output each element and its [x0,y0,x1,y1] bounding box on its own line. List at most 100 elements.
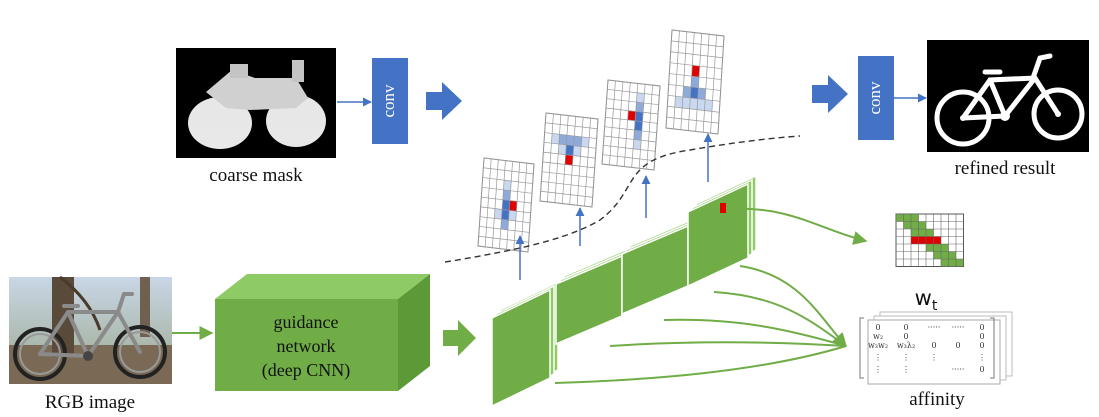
feature-map-stack [687,174,757,288]
grid-cell [558,134,567,145]
affinity-cell: 0 [979,341,984,350]
affinity-cell: 0 [979,332,984,341]
affinity-cell: w₂ [873,332,883,341]
refined-result-image [927,40,1089,152]
grid-cell [581,136,590,148]
conv-left-label: conv [379,84,398,118]
feature-map-stack [621,216,697,316]
wt-cell [911,221,919,229]
wt-cell [911,229,919,237]
flow-line-5 [739,265,847,348]
affinity-cell: ····· [928,323,941,332]
conv-block-right: conv [858,56,894,140]
conv-block-left: conv [372,58,408,144]
flow-line-4 [713,291,847,347]
flow-line-2 [609,341,847,347]
grid-cell [634,120,643,131]
grid-cell [697,87,706,100]
wt-cell [918,236,926,244]
grid-cell [633,139,642,150]
coarse-mask-label: coarse mask [209,165,303,186]
affinity-cell: 0 [979,365,984,374]
grid-cell [689,97,698,110]
wt-cell [896,214,904,222]
wt-cell [948,259,956,267]
grid-cell [682,97,691,109]
propagation-grid [539,112,599,208]
wt-cell [941,259,949,267]
propagation-grid [477,157,535,253]
wt-cell [911,236,919,244]
wt-label: wt [915,286,938,314]
wt-cell [948,251,956,259]
wt-cell [941,244,949,252]
feature-map-stack [555,246,631,346]
affinity-cell: ····· [952,365,965,374]
grid-cell [682,86,691,98]
upward-arrows [515,133,713,280]
coarse-mask-image [176,48,336,158]
wt-cell [918,221,926,229]
affinity-dots: ⋮ [874,365,882,374]
affinity-dots: ⋮ [902,353,910,362]
propagation-grid [665,29,725,135]
grid-cell [551,133,560,145]
grid-cell [674,96,683,108]
grid-cell [627,110,636,121]
wt-matrix [895,213,964,267]
rgb-image [9,275,172,384]
wt-label-base: w [915,286,932,310]
grid-cell [704,99,713,112]
guidance-label-line1: guidance [274,312,339,332]
flow-line-1 [554,345,847,384]
affinity-cell: ····· [952,323,965,332]
refined-result-label: refined result [955,158,1056,179]
grid-cell [494,208,503,220]
affinity-cell: 0 [931,341,936,350]
propagation-grids [477,29,725,253]
grid-cell [502,199,510,211]
grid-cell [636,92,645,103]
affinity-dots: ⋮ [930,353,938,362]
grid-cell [635,111,644,122]
grid-cell [500,219,509,230]
grid-cell [690,87,699,99]
affinity-cell: w₃w₂ [868,341,888,350]
feature-map [491,288,551,408]
grid-cell [558,144,567,155]
wt-cell [918,229,926,237]
affinity-cell: w₃λ₂ [897,341,915,350]
wt-cell [933,251,941,259]
grid-cell [573,145,582,157]
guidance-label-line3: (deep CNN) [262,360,350,381]
affinity-matrices: 0 0 ····· ····· 0 w₂ 0 0 w₃w₂ w₃λ₂ 0 0 0… [859,311,1013,385]
wt-cell [903,214,911,222]
wt-cell [941,251,949,259]
feature-map [621,224,689,316]
grid-cell [697,98,706,111]
flow-line-3 [663,318,847,347]
feature-map [687,182,749,288]
affinity-cell: 0 [955,341,960,350]
red-pixel-marker [720,203,726,213]
grid-cell [501,209,510,221]
green-flow-lines [554,207,868,384]
wt-cell [926,229,934,237]
block-arrow-right [812,75,848,113]
guidance-network-box: guidance network (deep CNN) [215,274,430,391]
affinity-dots: ⋮ [978,353,986,362]
wt-cell [933,236,941,244]
guidance-label-line2: network [277,336,336,356]
wt-label-sub: t [932,298,938,314]
wt-cell [903,221,911,229]
affinity-cell: 0 [875,323,880,332]
affinity-cell: 0 [903,332,908,341]
flow-to-wt [725,207,868,245]
grid-cell [503,180,512,191]
wt-cell [911,214,919,222]
grid-cell [635,102,644,113]
wt-cell [926,244,934,252]
grid-cell [508,210,517,221]
wt-cell [926,236,934,244]
affinity-label: affinity [909,389,965,410]
